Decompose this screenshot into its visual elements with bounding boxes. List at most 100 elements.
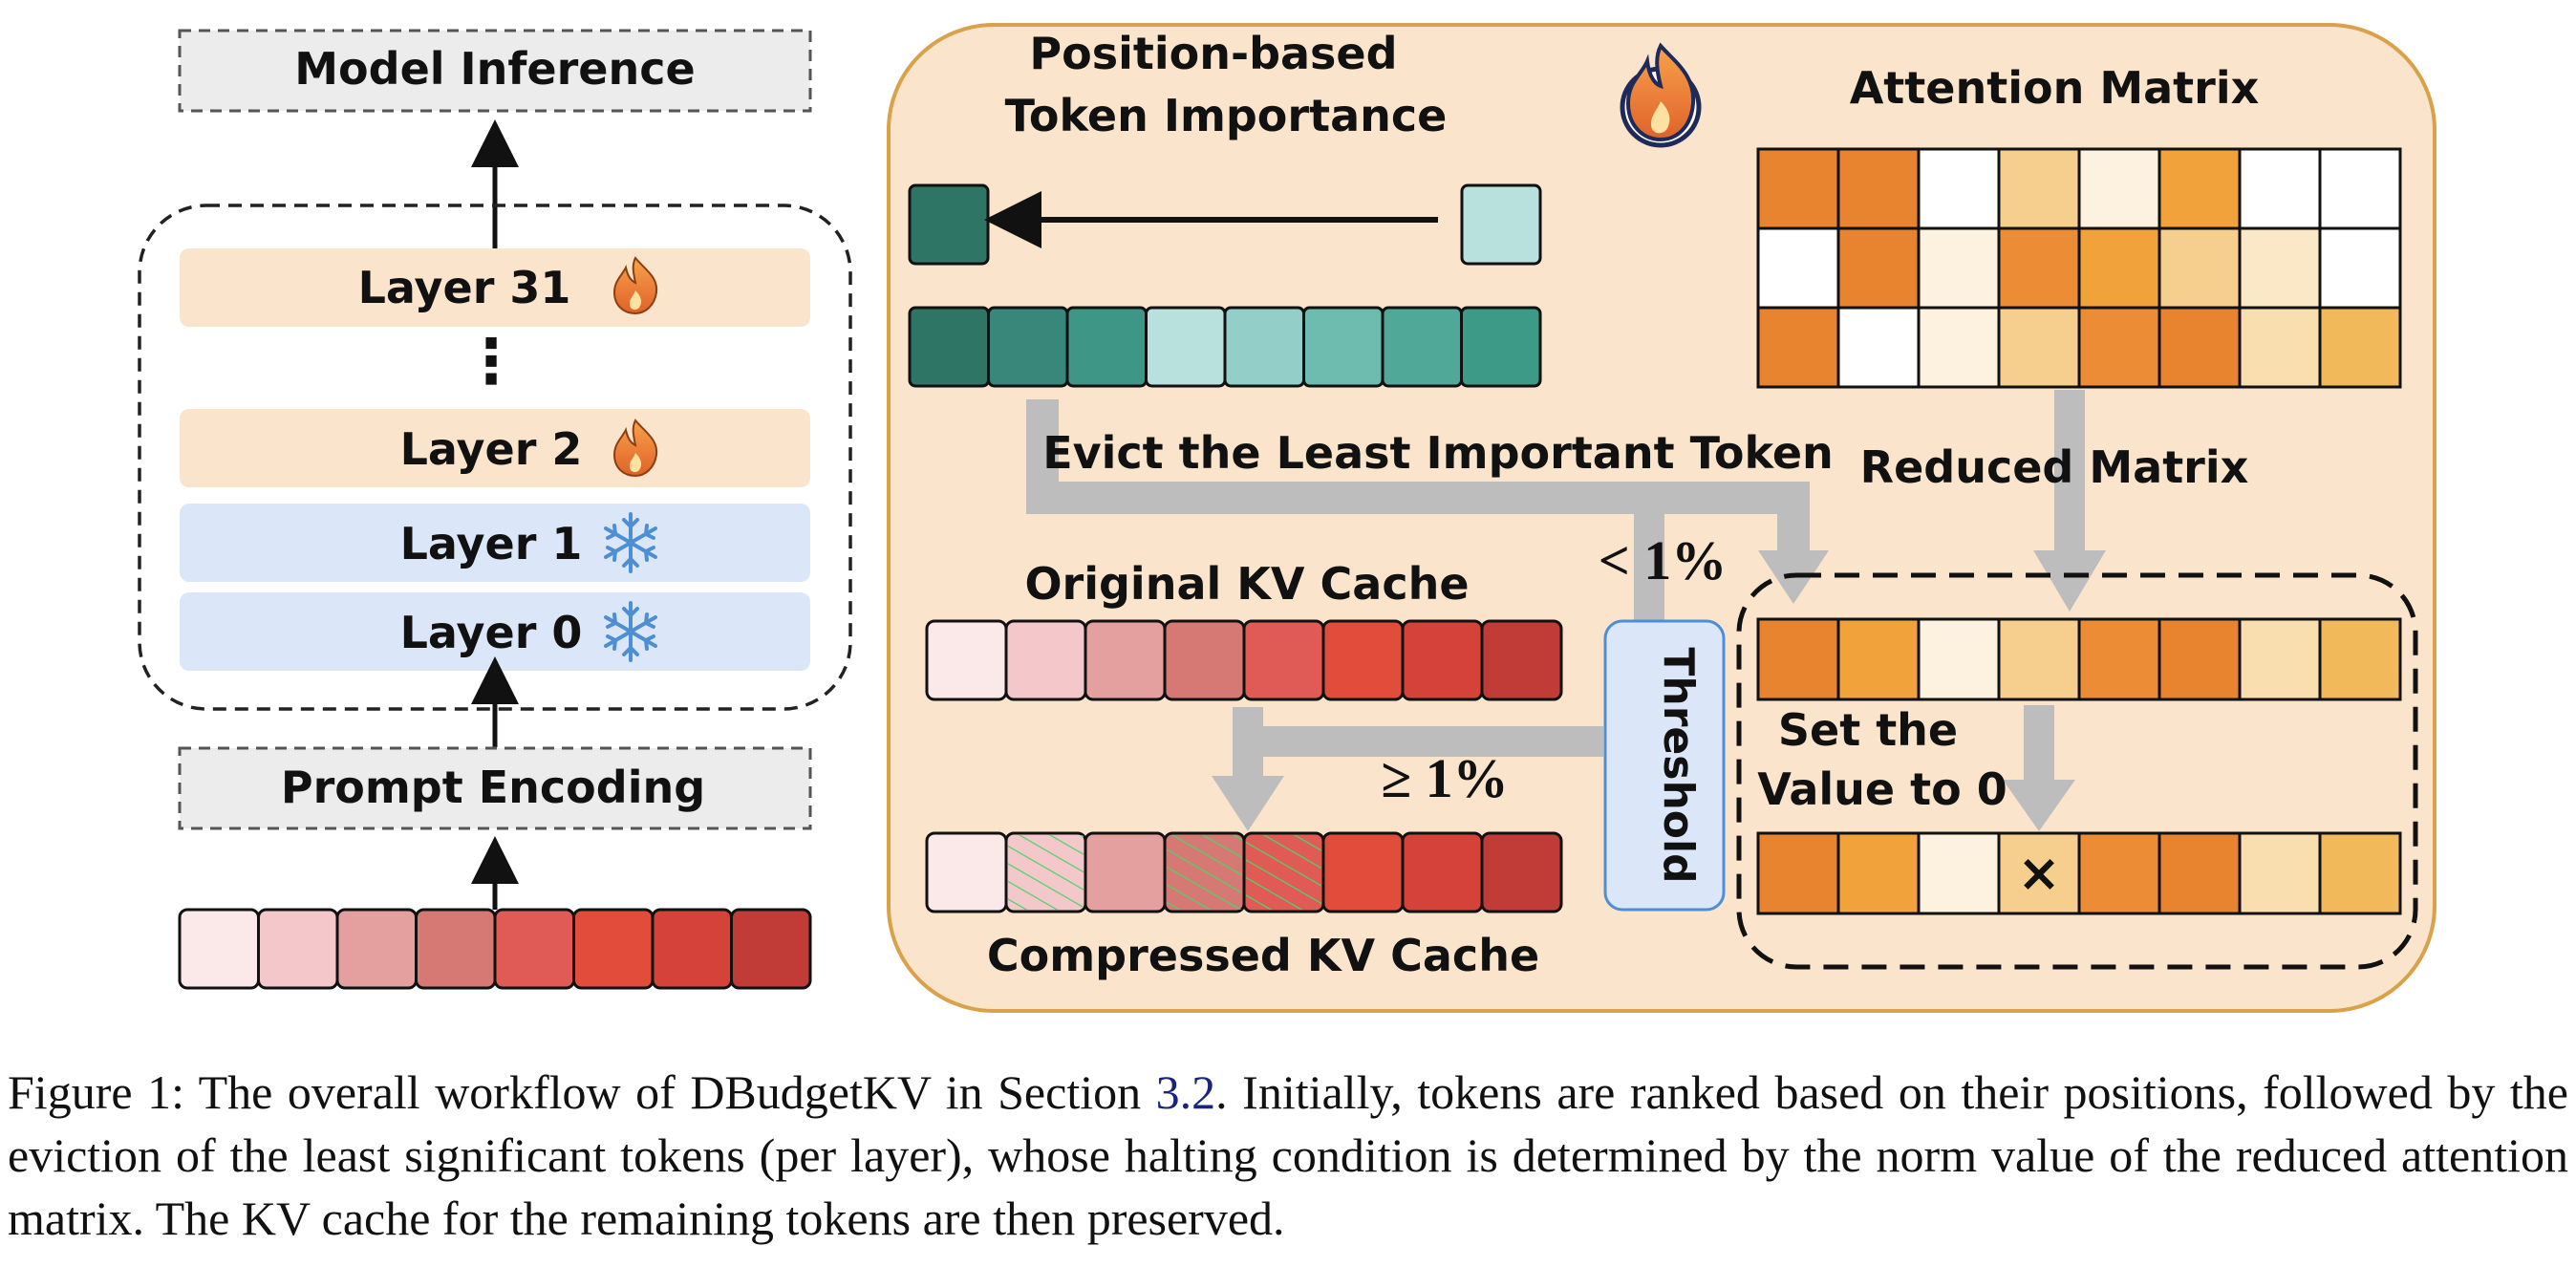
zeroed-cell [2318, 831, 2402, 915]
reduced-cell [2077, 617, 2161, 701]
layer-2-label: Layer 2 [400, 423, 583, 475]
compressed-cache-token [925, 831, 1008, 913]
reduced-cell [1997, 617, 2081, 701]
zeroed-cell [2157, 831, 2242, 915]
position-token [1302, 306, 1385, 388]
reduced-cell [1917, 617, 2001, 701]
evicted-token-hatch [1246, 835, 1321, 910]
evict-label: Evict the Least Important Token [1042, 427, 1834, 479]
prompt-token [335, 908, 418, 990]
zeroed-cell [1836, 831, 1921, 915]
prompt-token [257, 908, 339, 990]
compressed-cache-token [1401, 831, 1484, 913]
gray-flow [1026, 390, 2106, 831]
position-token [1460, 306, 1542, 388]
attention-title: Attention Matrix [1850, 62, 2260, 114]
original-cache-token [1163, 619, 1246, 701]
original-cache-token [925, 619, 1008, 701]
prompt-token [572, 908, 655, 990]
attention-cell [1997, 306, 2081, 389]
less-than-label: < 1% [1599, 529, 1728, 591]
attention-cell [2238, 226, 2322, 310]
caption-section-link[interactable]: 3.2 [1155, 1065, 1216, 1119]
original-cache-token [1480, 619, 1563, 701]
position-token [1223, 306, 1305, 388]
reduced-cell [1836, 617, 1921, 701]
figure-caption: Figure 1: The overall workflow of DBudge… [8, 1061, 2568, 1250]
attention-cell [1756, 147, 1840, 230]
attention-cell [1756, 306, 1840, 389]
geq-label: ≥ 1% [1381, 747, 1508, 809]
attention-cell [2157, 226, 2242, 310]
original-cache-token [1401, 619, 1484, 701]
attention-cell [2157, 306, 2242, 389]
attention-cell [2318, 147, 2402, 230]
attention-cell [1756, 226, 1840, 310]
zeroed-cell [1917, 831, 2001, 915]
attention-cell [1836, 226, 1921, 310]
position-title-line2: Token Importance [1005, 90, 1448, 141]
position-token [987, 306, 1069, 388]
attention-matrix [1756, 147, 2402, 389]
most-important-token [908, 183, 990, 266]
prompt-token [651, 908, 733, 990]
layer-31-label: Layer 31 [358, 262, 571, 313]
attention-cell [1997, 147, 2081, 230]
zeroed-cell [2077, 831, 2161, 915]
attention-cell [1997, 226, 2081, 310]
zeroed-mark-icon: × [2017, 843, 2060, 903]
attention-cell [2238, 306, 2322, 389]
original-cache-label: Original KV Cache [1024, 558, 1469, 610]
prompt-token-row [178, 908, 812, 990]
reduced-cell [1756, 617, 1840, 701]
right-panel: Position-based Token Importance Attentio… [887, 23, 2436, 1013]
flame-icon [612, 256, 658, 315]
reduced-cell [2318, 617, 2402, 701]
position-token [1065, 306, 1148, 388]
attention-cell [2077, 306, 2161, 389]
layer-2: Layer 2 [180, 409, 810, 487]
prompt-token [415, 908, 497, 990]
compressed-cache-token [1321, 831, 1405, 913]
attention-cell [2318, 226, 2402, 310]
attention-cell [1917, 306, 2001, 389]
reduced-cell [2157, 617, 2242, 701]
layers-container [138, 204, 852, 711]
reduced-matrix-box [1736, 572, 2418, 970]
set-value-line2: Value to 0 [1757, 763, 2007, 815]
layer-1-label: Layer 1 [400, 518, 583, 569]
prompt-encoding-label: Prompt Encoding [281, 762, 705, 813]
attention-cell [2238, 147, 2322, 230]
reduced-label: Reduced Matrix [1860, 441, 2249, 493]
layer-31: Layer 31 [180, 248, 810, 327]
zeroed-cell [2238, 831, 2322, 915]
layer-1: Layer 1 [180, 504, 810, 582]
attention-cell [1836, 147, 1921, 230]
flame-icon [612, 419, 658, 478]
layer-0-label: Layer 0 [400, 607, 583, 658]
attention-cell [1836, 306, 1921, 389]
snowflake-icon [604, 601, 657, 662]
threshold-box [1603, 619, 1726, 912]
caption-suffix: . Initially, tokens are ranked based on … [8, 1065, 2569, 1245]
flame-icon [1620, 42, 1702, 148]
evicted-token-hatch [1008, 835, 1084, 910]
prompt-token [493, 908, 575, 990]
attention-cell [2077, 147, 2161, 230]
attention-cell [2077, 226, 2161, 310]
compressed-cache-token [1084, 831, 1167, 913]
zeroed-matrix-row: × [1756, 831, 2402, 915]
attention-cell [1917, 226, 2001, 310]
model-inference-label: Model Inference [294, 43, 695, 95]
zeroed-cell [1997, 831, 2081, 915]
attention-cell [2157, 147, 2242, 230]
attention-cell [1917, 147, 2001, 230]
original-cache-token [1242, 619, 1325, 701]
position-token [908, 306, 990, 388]
snowflake-icon [604, 512, 657, 573]
zeroed-cell [1756, 831, 1840, 915]
position-token [1145, 306, 1227, 388]
threshold-label: Threshold [1654, 647, 1703, 883]
compressed-kv-cache [925, 831, 1563, 913]
position-title-line1: Position-based [1029, 28, 1397, 79]
